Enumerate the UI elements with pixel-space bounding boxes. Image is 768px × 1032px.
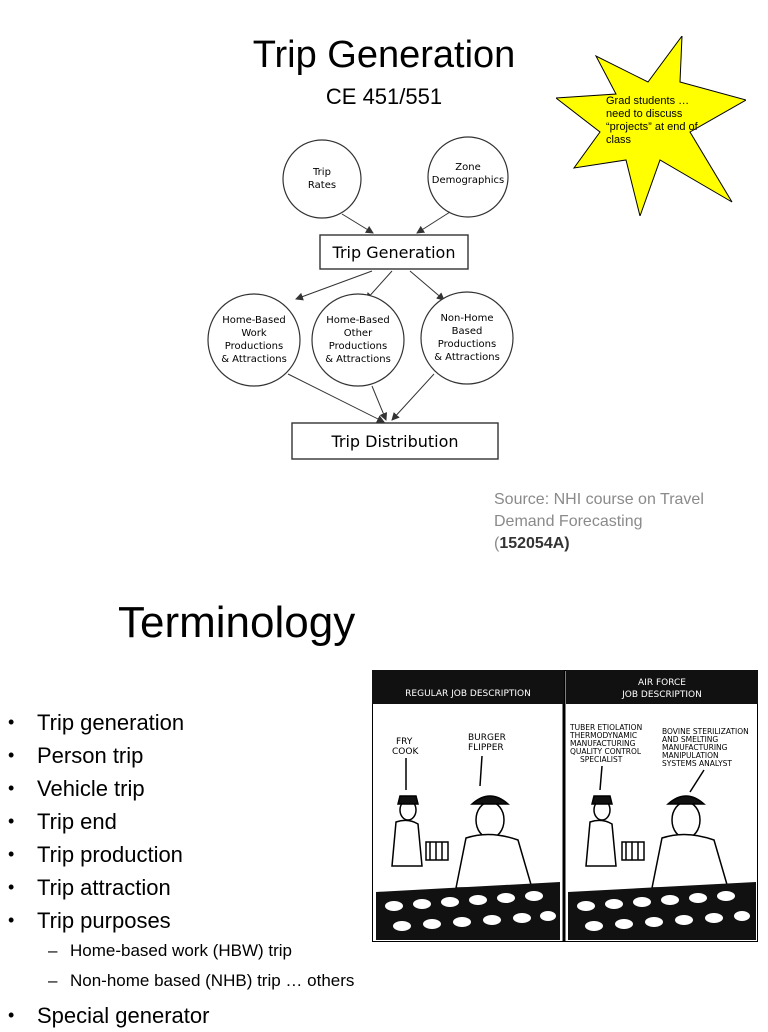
- sub-list-item: –Non-home based (NHB) trip … others: [48, 971, 355, 990]
- source-code-line: (152054A): [494, 533, 764, 555]
- air-force-cook-figure: [585, 765, 617, 867]
- hbo-label: Other: [344, 328, 373, 339]
- source-paren: (: [494, 535, 500, 552]
- hbo-label: Home-Based: [326, 315, 389, 326]
- list-item: •Trip generation: [8, 710, 185, 735]
- hbo-label: Productions: [329, 341, 387, 352]
- trip-generation-diagram: Trip Rates Zone Demographics Trip Genera…: [196, 132, 526, 472]
- hbw-label: Work: [241, 328, 267, 339]
- list-item: •Trip attraction: [8, 875, 171, 900]
- right-label: MANUFACTURING: [570, 739, 636, 748]
- list-item: •Vehicle trip: [8, 776, 145, 801]
- left-label: BURGER: [468, 733, 506, 743]
- trip-distribution-box: [291, 422, 499, 460]
- sub-list-item: –Home-based work (HBW) trip: [48, 941, 292, 960]
- right-griddle: [568, 882, 756, 940]
- hbo-node: [311, 293, 405, 387]
- nhb-node: [420, 291, 514, 385]
- list-item: •Trip end: [8, 809, 117, 834]
- slide-title: Terminology: [118, 598, 356, 647]
- zone-demographics-node: [427, 136, 509, 218]
- source-citation: Source: NHI course on Travel Demand Fore…: [494, 489, 764, 555]
- terminology-list: •Trip generation •Person trip •Vehicle t…: [0, 706, 370, 1032]
- nhb-label: Productions: [438, 339, 496, 350]
- fry-cook-figure: [391, 758, 423, 867]
- hbw-label: & Attractions: [221, 354, 287, 365]
- trip-rates-label: Trip: [312, 167, 331, 178]
- source-line: Source: NHI course on Travel: [494, 491, 704, 508]
- callout-text: Grad students … need to discuss “project…: [606, 95, 698, 146]
- right-panel-header: AIR FORCE: [638, 678, 686, 688]
- left-label: FLIPPER: [468, 743, 504, 753]
- nhb-label: & Attractions: [434, 352, 500, 363]
- right-label: THERMODYNAMIC: [569, 731, 637, 740]
- hbw-label: Home-Based: [222, 315, 285, 326]
- nhb-label: Based: [452, 326, 483, 337]
- right-label: MANIPULATION: [662, 751, 719, 760]
- right-label: MANUFACTURING: [662, 743, 728, 752]
- hbw-node: [207, 293, 301, 387]
- right-panel-header: JOB DESCRIPTION: [621, 690, 702, 700]
- right-label: SYSTEMS ANALYST: [662, 759, 732, 768]
- trip-generation-box-label: Trip Generation: [332, 243, 456, 262]
- right-label: SPECIALIST: [580, 755, 623, 764]
- trip-distribution-box-label: Trip Distribution: [330, 432, 458, 451]
- right-label: QUALITY CONTROL: [570, 747, 642, 756]
- list-item: •Trip purposes: [8, 908, 171, 933]
- starburst-shape: [556, 36, 746, 216]
- hbo-label: & Attractions: [325, 354, 391, 365]
- list-item: •Person trip: [8, 743, 144, 768]
- right-label: AND SMELTING: [662, 735, 718, 744]
- list-item: •Trip production: [8, 842, 183, 867]
- left-griddle: [376, 882, 560, 940]
- source-line: Demand Forecasting: [494, 513, 643, 530]
- air-force-flipper-figure: [621, 769, 729, 889]
- left-label: FRY: [396, 737, 413, 747]
- left-panel-header: REGULAR JOB DESCRIPTION: [405, 689, 531, 699]
- left-label: COOK: [392, 747, 419, 757]
- burger-flipper-figure: [425, 755, 533, 889]
- nhb-label: Non-Home: [440, 313, 493, 324]
- slide-title: Trip Generation: [252, 34, 516, 76]
- source-code: 152054A): [499, 535, 570, 552]
- job-description-cartoon: REGULAR JOB DESCRIPTION AIR FORCE JOB DE…: [371, 669, 759, 943]
- trip-rates-label: Rates: [308, 180, 336, 191]
- trip-rates-node: [282, 139, 362, 219]
- hbw-label: Productions: [225, 341, 283, 352]
- right-label: BOVINE STERILIZATION: [662, 727, 749, 736]
- zone-demographics-label: Zone: [455, 162, 480, 173]
- course-code: CE 451/551: [325, 84, 443, 109]
- list-item: •Special generator: [8, 1003, 210, 1028]
- right-label: TUBER ETIOLATION: [569, 723, 642, 732]
- trip-generation-box: [319, 234, 469, 270]
- starburst-callout: Grad students … need to discuss “project…: [556, 36, 746, 216]
- zone-demographics-label: Demographics: [432, 175, 504, 186]
